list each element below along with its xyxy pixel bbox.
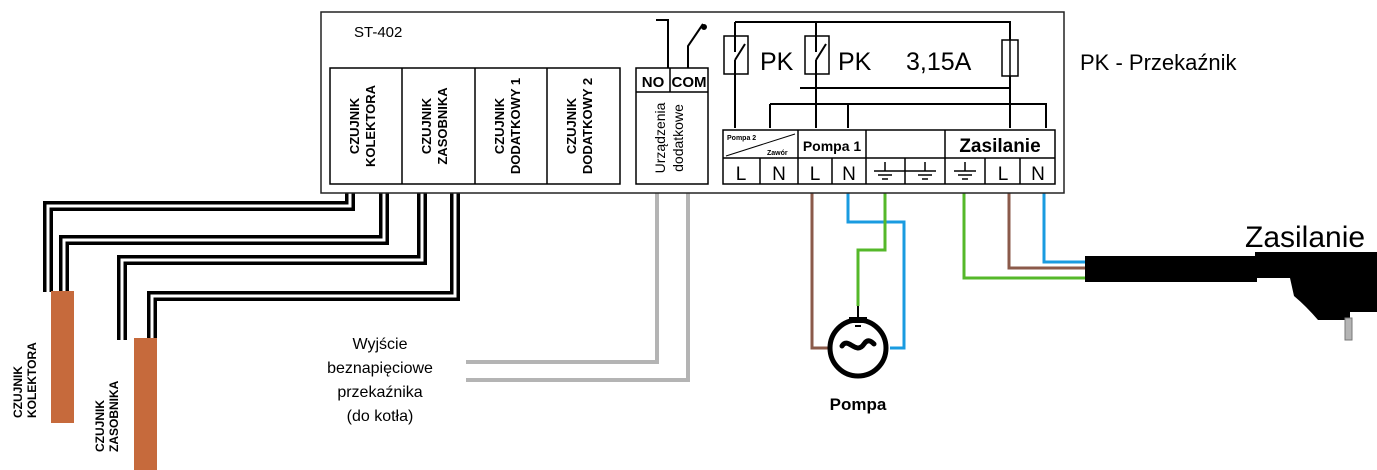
model-label: ST-402 [354, 24, 402, 41]
pin-pompa1-n: N [842, 164, 856, 185]
relay-pk1-label: PK [760, 48, 794, 76]
term-zasilanie: Zasilanie [959, 136, 1040, 157]
sensor-4-line-2: DODATKOWY 2 [580, 78, 595, 174]
power-label: Zasilanie [1245, 221, 1365, 254]
pin-pompa1-l: L [810, 164, 821, 185]
sensor-labels: CZUJNIK KOLEKTORA CZUJNIK ZASOBNIKA CZUJ… [347, 78, 595, 174]
earth-icon [954, 162, 976, 180]
relay-pk2-box [804, 35, 830, 75]
plug-pin [1344, 317, 1353, 341]
legend-pk: PK - Przekaźnik [1080, 50, 1237, 75]
term-pompa2: Pompa 2 [727, 135, 756, 142]
relay-pk2-label: PK [838, 48, 872, 76]
pump-wires [810, 184, 906, 350]
relay-output-label: Wyjście beznapięciowe przekaźnika (do ko… [327, 336, 433, 425]
term-pompa1: Pompa 1 [803, 138, 862, 154]
probe-kolektora-label-2: KOLEKTORA [25, 342, 39, 418]
relay-pk1-box [723, 35, 749, 75]
sensor-cables [43, 192, 460, 340]
probe-kolektora-label-1: CZUJNIK [11, 366, 25, 418]
probe-zasobnika-label-1: CZUJNIK [93, 400, 107, 452]
relay-no-label: NO [642, 74, 665, 91]
term-zawor: Zawór [767, 150, 788, 157]
pin-pompa2-l: L [736, 164, 747, 185]
relay-output-line-2: beznapięciowe [327, 360, 433, 377]
relay-output-line-1: Wyjście [353, 336, 408, 353]
sensor-1-line-2: KOLEKTORA [363, 84, 378, 167]
fuse-label: 3,15A [906, 48, 972, 76]
pump-label: Pompa [830, 395, 887, 414]
internal-wiring [734, 21, 1047, 128]
sensor-terminal-block [329, 67, 621, 185]
relay-output-line-3: przekaźnika [337, 384, 422, 401]
sensor-2-line-1: CZUJNIK [419, 97, 434, 154]
relay-caption-2: dodatkowe [670, 104, 686, 172]
probe-kolektora [51, 291, 74, 423]
pin-zasilanie-n: N [1031, 164, 1045, 185]
probe-zasobnika [134, 338, 157, 470]
sensor-3-line-2: DODATKOWY 1 [508, 78, 523, 174]
relay-terminal-block [635, 67, 709, 185]
relay-output-cables [466, 192, 690, 382]
earth-icon [914, 162, 936, 180]
pump-symbol [827, 306, 889, 379]
relay-caption-1: Urządzenia [652, 102, 668, 173]
sensor-3-line-1: CZUJNIK [492, 97, 507, 154]
earth-icon [874, 162, 896, 180]
pin-zasilanie-l: L [998, 164, 1009, 185]
sensor-1-line-1: CZUJNIK [347, 97, 362, 154]
power-plug [1255, 252, 1377, 320]
power-wires [962, 184, 1085, 280]
pin-labels: L N L N L N [736, 164, 1045, 185]
sensor-2-line-2: ZASOBNIKA [435, 87, 450, 165]
relay-switch-symbol [656, 19, 707, 68]
relay-com-label: COM [672, 74, 707, 91]
earth-symbols [874, 162, 976, 180]
sensor-4-line-1: CZUJNIK [564, 97, 579, 154]
power-cable [1085, 256, 1257, 282]
relay-output-line-4: (do kotła) [347, 408, 414, 425]
probe-zasobnika-label-2: ZASOBNIKA [107, 380, 121, 452]
pin-pompa2-n: N [772, 164, 786, 185]
